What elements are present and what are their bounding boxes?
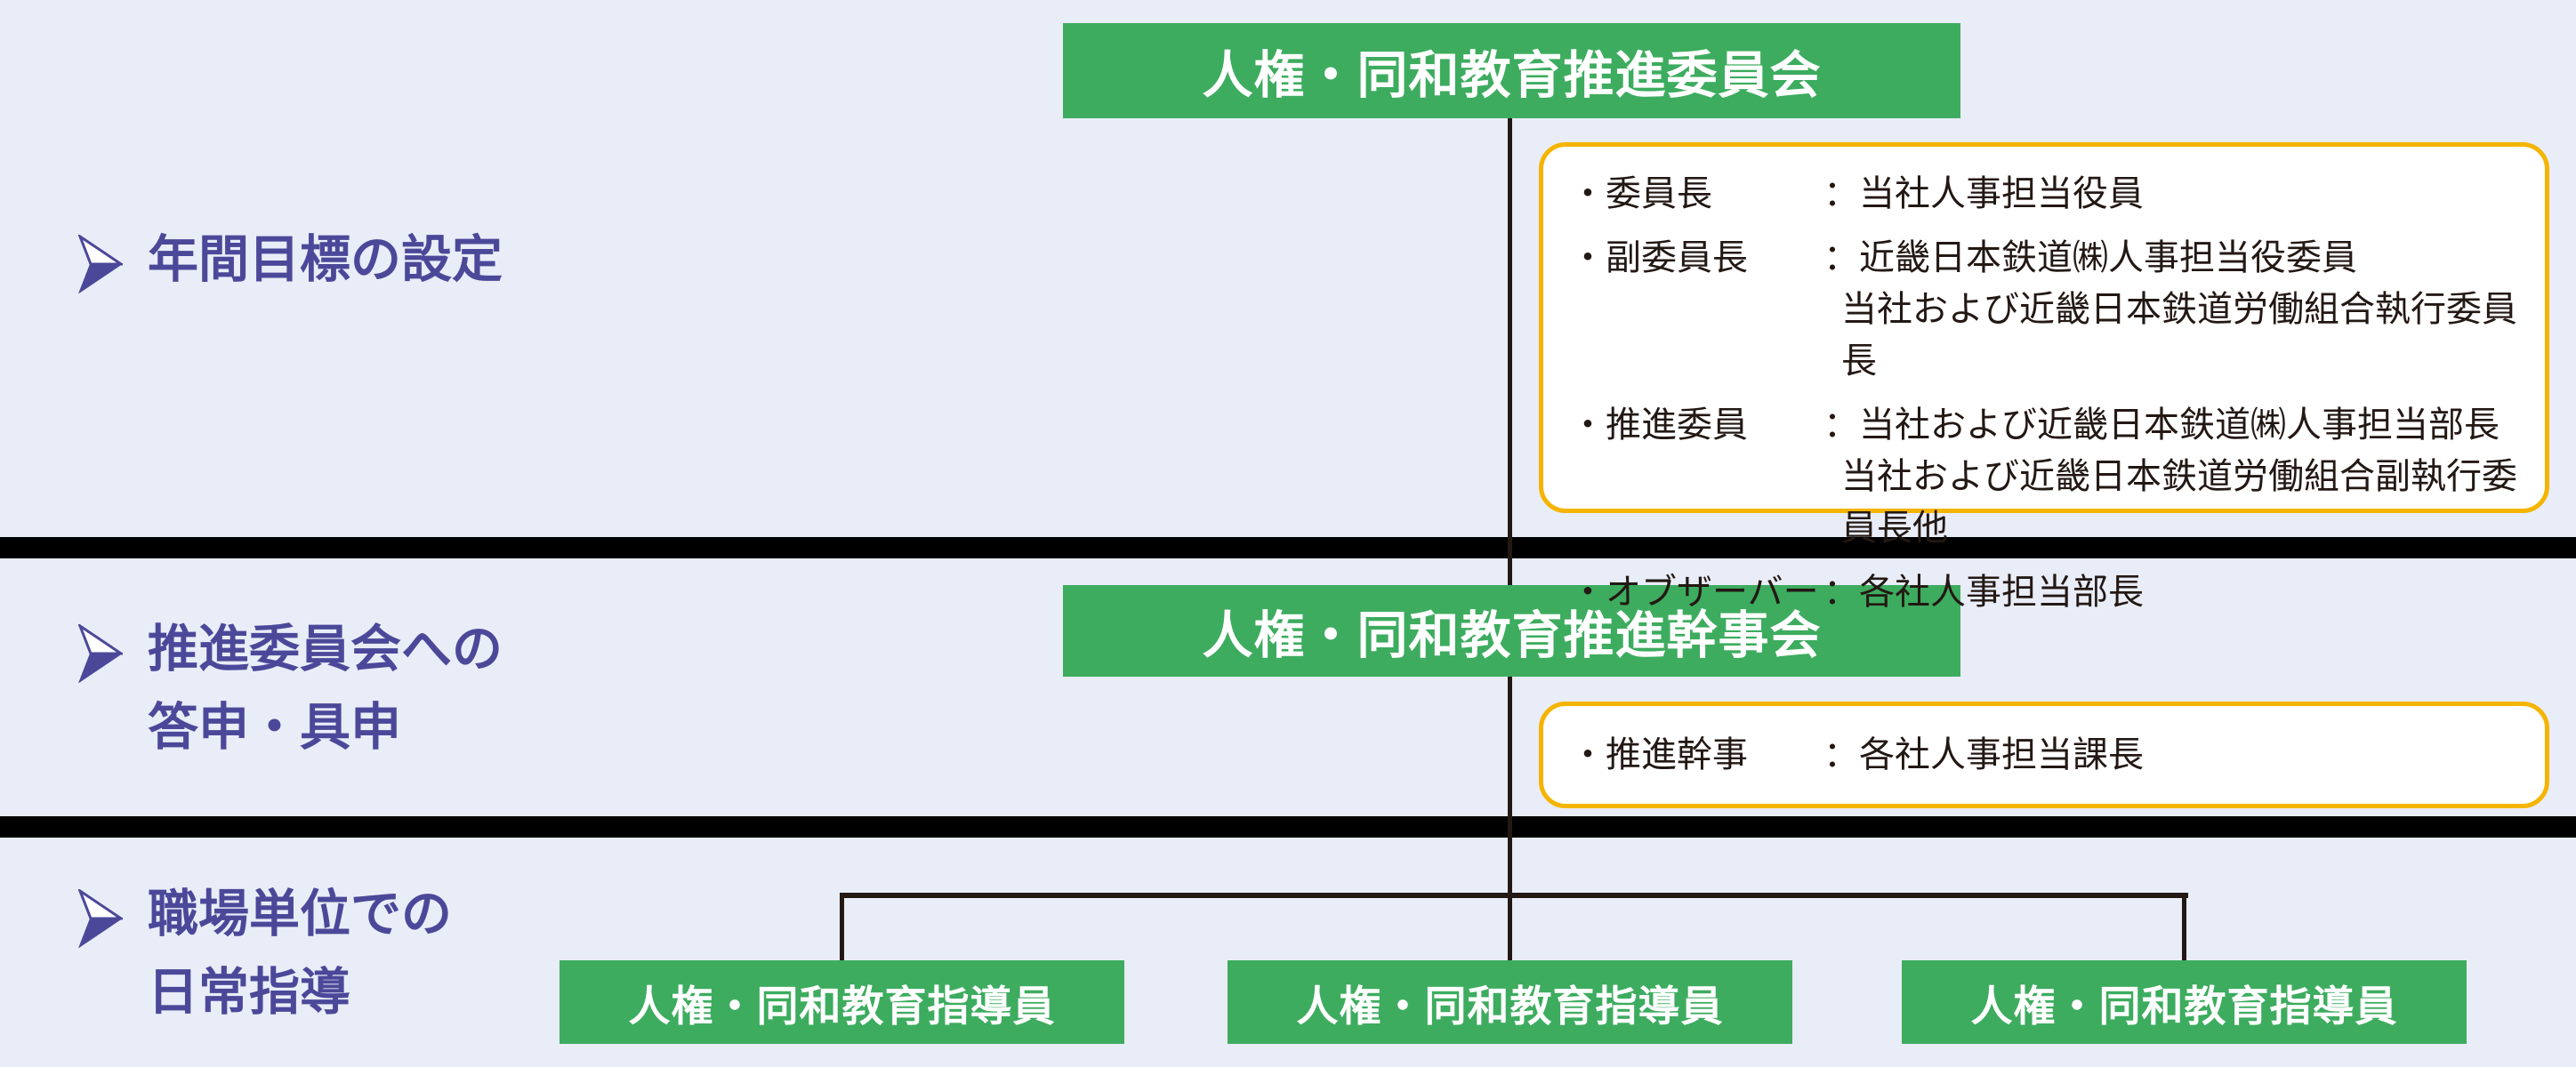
- node-label: 人権・同和教育推進幹事会: [1202, 606, 1822, 665]
- node-promotion-secretariat: 人権・同和教育推進幹事会: [1063, 585, 1960, 677]
- section-label-line: 日常指導: [148, 963, 350, 1022]
- section-label-line: 年間目標の設定: [148, 230, 503, 289]
- arrowhead-icon: [78, 235, 123, 293]
- note-row-chairman: ・委員長 ：当社人事担当役員: [1570, 168, 2527, 220]
- section-label-report-to-committee: 推進委員会への 答申・具申: [78, 610, 503, 766]
- committee-members-note: ・委員長 ：当社人事担当役員 ・副委員長 ：近畿日本鉄道㈱人事担当役委員 当社お…: [1539, 142, 2549, 613]
- note-row-value-continued: 当社および近畿日本鉄道労働組合執行委員長: [1841, 289, 2517, 381]
- node-label: 人権・同和教育指導員: [628, 982, 1056, 1031]
- arrowhead-icon: [78, 889, 123, 948]
- note-row-label: ・副委員長: [1570, 237, 1748, 278]
- note-row-value: ：各社人事担当部長: [1823, 572, 2144, 613]
- note-row-vice-chairman: ・副委員長 ：近畿日本鉄道㈱人事担当役委員 当社および近畿日本鉄道労働組合執行委…: [1570, 232, 2527, 387]
- arrowhead-icon: [78, 624, 123, 683]
- connector-horizontal: [840, 893, 2188, 898]
- node-instructor-1: 人権・同和教育指導員: [559, 960, 1124, 1044]
- connector-vertical-center: [1508, 118, 1512, 960]
- secretariat-members-note: ・推進幹事 ：各社人事担当課長: [1539, 702, 2549, 808]
- note-row-label: ・推進委員: [1570, 405, 1748, 445]
- connector-drop-left: [840, 893, 844, 960]
- section-label-line: 答申・具申: [148, 698, 401, 757]
- note-row-value: ：各社人事担当課長: [1823, 734, 2144, 775]
- node-instructor-2: 人権・同和教育指導員: [1228, 960, 1792, 1044]
- section-label-line: 職場単位での: [148, 885, 452, 943]
- section-divider-1: [0, 537, 2576, 558]
- note-row-promotion-members: ・推進委員 ：当社および近畿日本鉄道㈱人事担当部長 当社および近畿日本鉄道労働組…: [1570, 399, 2527, 554]
- node-promotion-committee: 人権・同和教育推進委員会: [1063, 23, 1960, 118]
- section-divider-2: [0, 816, 2576, 838]
- section-label-text: 年間目標の設定: [148, 221, 503, 299]
- note-row-observer: ・オブザーバー ：各社人事担当部長: [1570, 566, 2527, 618]
- node-label: 人権・同和教育指導員: [1970, 982, 2398, 1031]
- section-label-line: 推進委員会への: [148, 620, 503, 678]
- node-label: 人権・同和教育指導員: [1296, 982, 1724, 1031]
- connector-drop-right: [2182, 893, 2186, 960]
- note-row-value-continued: 当社および近畿日本鉄道労働組合副執行委員長他: [1841, 456, 2517, 549]
- note-row-value: ：近畿日本鉄道㈱人事担当役委員: [1823, 237, 2357, 278]
- section-label-text: 推進委員会への 答申・具申: [148, 610, 503, 766]
- note-row-label: ・推進幹事: [1570, 734, 1748, 775]
- section-label-daily-guidance: 職場単位での 日常指導: [78, 875, 452, 1031]
- note-row-label: ・オブザーバー: [1570, 572, 1819, 613]
- note-row-promotion-secretary: ・推進幹事 ：各社人事担当課長: [1570, 729, 2527, 781]
- note-row-label: ・委員長: [1570, 173, 1712, 214]
- node-instructor-3: 人権・同和教育指導員: [1902, 960, 2467, 1044]
- section-label-annual-goals: 年間目標の設定: [78, 221, 503, 299]
- note-row-value: ：当社人事担当役員: [1823, 173, 2144, 214]
- section-label-text: 職場単位での 日常指導: [148, 875, 452, 1031]
- node-label: 人権・同和教育推進委員会: [1202, 45, 1822, 105]
- note-row-value: ：当社および近畿日本鉄道㈱人事担当部長: [1823, 405, 2500, 445]
